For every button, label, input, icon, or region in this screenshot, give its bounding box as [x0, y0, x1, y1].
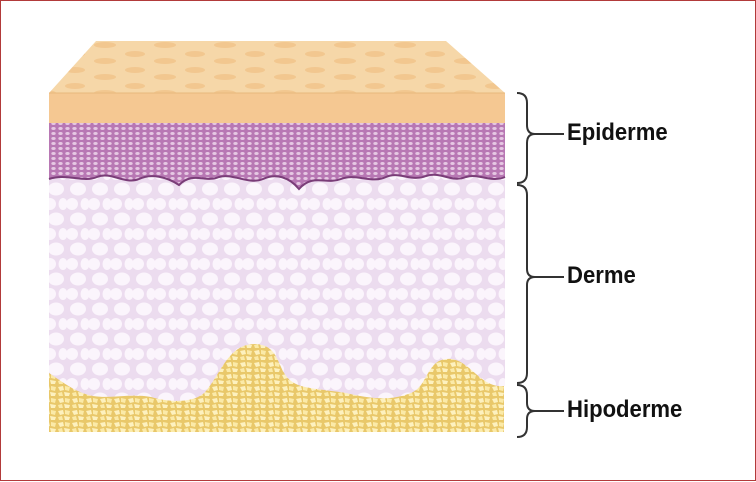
- epiderme-label: Epiderme: [567, 119, 668, 147]
- hipoderme-bracket: [517, 385, 535, 437]
- stratum-corneum-front: [49, 93, 505, 123]
- hipoderme-label: Hipoderme: [567, 396, 682, 424]
- stratum-corneum-top: [49, 41, 505, 93]
- epiderme-bracket: [517, 93, 535, 183]
- derme-label: Derme: [567, 262, 636, 290]
- derme-bracket: [517, 185, 535, 383]
